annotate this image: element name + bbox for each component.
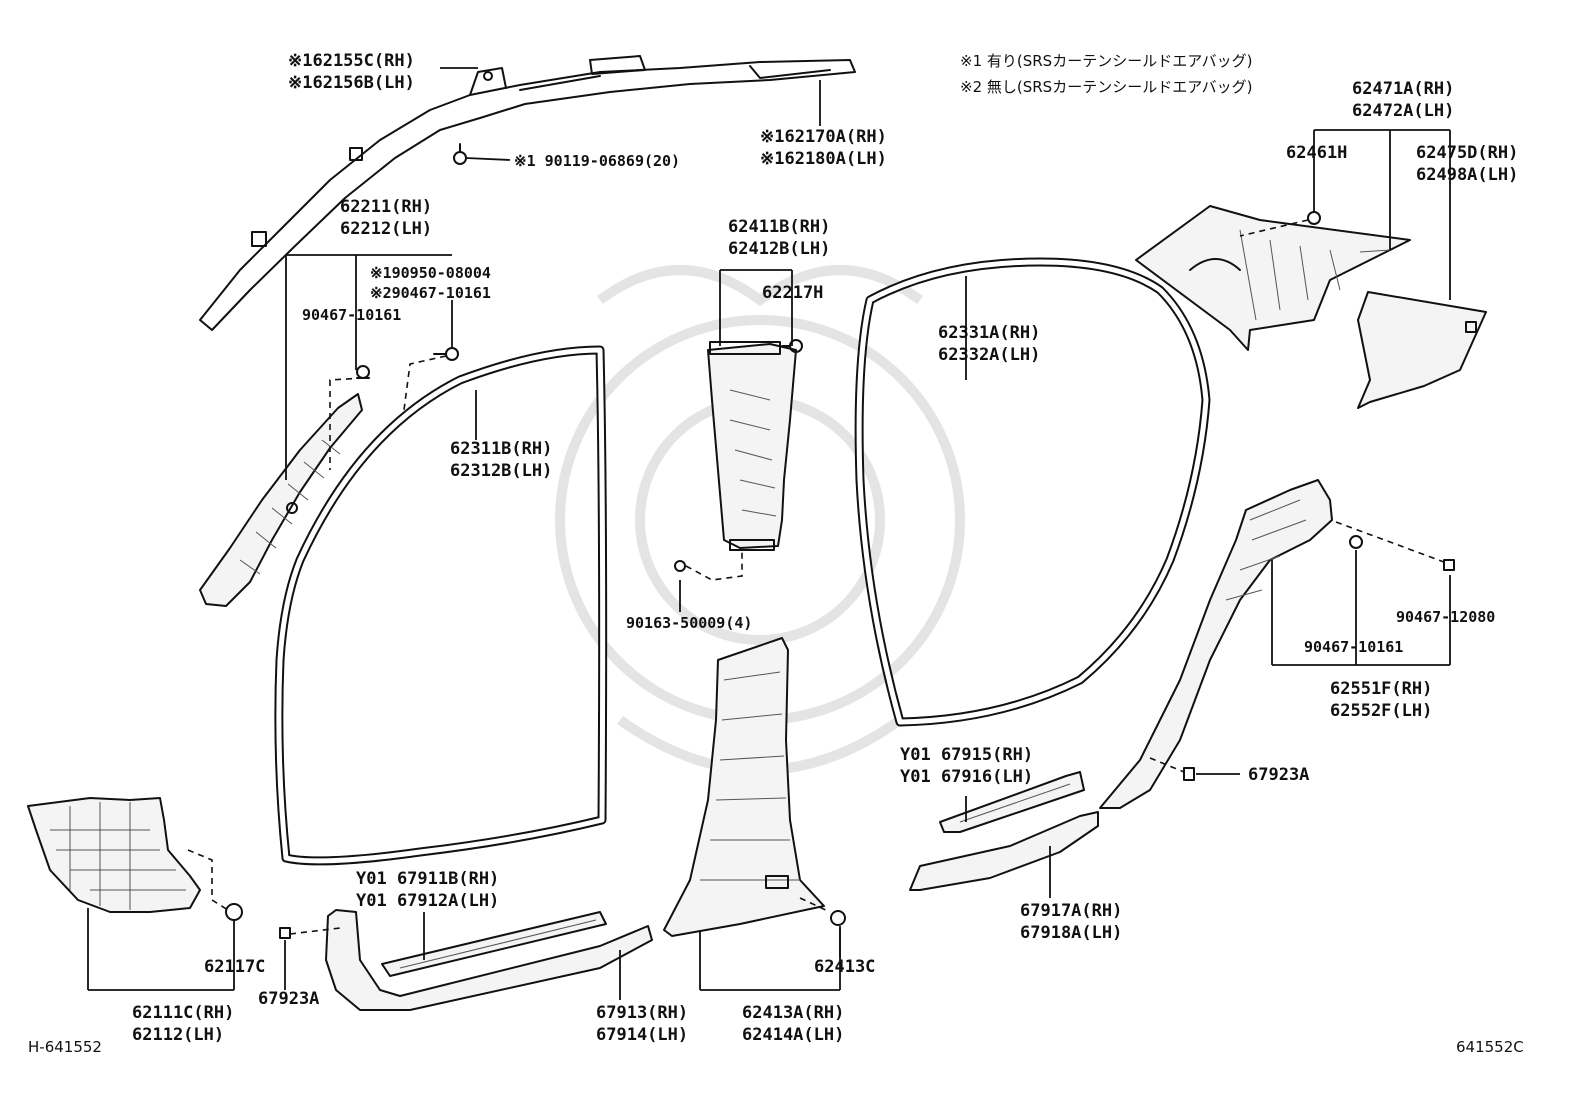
label-62117c: 62117C bbox=[204, 957, 265, 977]
label-62180a: ※162180A(LH) bbox=[760, 149, 887, 169]
label-90467-10161-alt: ※290467-10161 bbox=[370, 284, 491, 302]
front-pillar-garnish bbox=[199, 393, 363, 607]
label-62331a: 62331A(RH) bbox=[938, 323, 1040, 343]
rear-door-weatherstrip bbox=[854, 257, 1211, 727]
quarter-window-garnish bbox=[1357, 291, 1487, 409]
clip-90467-a bbox=[356, 365, 370, 379]
center-pillar-lower-garnish bbox=[663, 637, 825, 937]
label-62212: 62212(LH) bbox=[340, 219, 432, 239]
clip-62413c bbox=[830, 910, 846, 926]
label-67918a: 67918A(LH) bbox=[1020, 923, 1122, 943]
clip-90950 bbox=[433, 347, 459, 361]
clip-62217 bbox=[781, 339, 803, 353]
label-67915: Y01 67915(RH) bbox=[900, 745, 1033, 765]
label-62475d: 62475D(RH) bbox=[1416, 143, 1518, 163]
label-67923a-right: 67923A bbox=[1248, 765, 1309, 785]
label-62412b: 62412B(LH) bbox=[728, 239, 830, 259]
diagram-code-right: 641552C bbox=[1456, 1038, 1524, 1056]
label-62414a: 62414A(LH) bbox=[742, 1025, 844, 1045]
clip-90467-12080 bbox=[1443, 559, 1455, 571]
clip-90467-c bbox=[1349, 535, 1363, 549]
clip-67923-right bbox=[1183, 767, 1195, 781]
label-67912a: Y01 67912A(LH) bbox=[356, 891, 499, 911]
diagram-code-left: H-641552 bbox=[28, 1038, 102, 1056]
label-62112: 62112(LH) bbox=[132, 1025, 224, 1045]
roof-rail-bracket bbox=[199, 55, 856, 331]
label-62211: 62211(RH) bbox=[340, 197, 432, 217]
label-67914: 67914(LH) bbox=[596, 1025, 688, 1045]
center-pillar-upper-garnish bbox=[707, 341, 797, 551]
label-62411b: 62411B(RH) bbox=[728, 217, 830, 237]
label-67911b: Y01 67911B(RH) bbox=[356, 869, 499, 889]
label-62413a: 62413A(RH) bbox=[742, 1003, 844, 1023]
label-62170a: ※162170A(RH) bbox=[760, 127, 887, 147]
airbag-notes: ※1 有り(SRSカーテンシールドエアバッグ) ※2 無し(SRSカーテンシール… bbox=[960, 52, 1252, 96]
clip-62461 bbox=[1307, 211, 1321, 225]
bolt-90119 bbox=[453, 143, 467, 165]
cowl-side-trim bbox=[27, 797, 201, 913]
label-62552f: 62552F(LH) bbox=[1330, 701, 1432, 721]
label-62311b: 62311B(RH) bbox=[450, 439, 552, 459]
label-90163-50009: 90163-50009(4) bbox=[626, 614, 752, 632]
label-90467-10161-a: 90467-10161 bbox=[302, 306, 401, 324]
label-62498a: 62498A(LH) bbox=[1416, 165, 1518, 185]
note-without-airbag: ※2 無し(SRSカーテンシールドエアバッグ) bbox=[960, 78, 1252, 96]
label-62471a: 62471A(RH) bbox=[1352, 79, 1454, 99]
rear-door-scuff-plate bbox=[909, 811, 1099, 891]
screw-90163 bbox=[674, 560, 686, 572]
roof-side-inner-garnish bbox=[1135, 205, 1411, 351]
front-sill-garnish bbox=[325, 909, 653, 1011]
label-90119-06869: ※1 90119-06869(20) bbox=[514, 152, 680, 170]
clip-67923-left bbox=[279, 927, 291, 939]
label-62551f: 62551F(RH) bbox=[1330, 679, 1432, 699]
label-62217h: 62217H bbox=[762, 283, 823, 303]
label-67923a-left: 67923A bbox=[258, 989, 319, 1009]
note-with-airbag: ※1 有り(SRSカーテンシールドエアバッグ) bbox=[960, 52, 1252, 70]
label-62312b: 62312B(LH) bbox=[450, 461, 552, 481]
front-door-scuff-plate bbox=[381, 911, 607, 977]
leader-lines bbox=[87, 67, 1451, 1000]
label-67916: Y01 67916(LH) bbox=[900, 767, 1033, 787]
label-90467-10161-c: 90467-10161 bbox=[1304, 638, 1403, 656]
label-67917a: 67917A(RH) bbox=[1020, 901, 1122, 921]
label-62413c: 62413C bbox=[814, 957, 875, 977]
rear-scuff-plate bbox=[939, 771, 1085, 833]
label-62461h: 62461H bbox=[1286, 143, 1347, 163]
front-door-weatherstrip bbox=[274, 345, 608, 866]
label-62111c: 62111C(RH) bbox=[132, 1003, 234, 1023]
label-62332a: 62332A(LH) bbox=[938, 345, 1040, 365]
clip-62117 bbox=[225, 903, 243, 921]
label-90950-08004: ※190950-08004 bbox=[370, 264, 491, 282]
quarter-trim-panel bbox=[1099, 479, 1333, 809]
label-67913: 67913(RH) bbox=[596, 1003, 688, 1023]
label-62156b: ※162156B(LH) bbox=[288, 73, 415, 93]
label-62472a: 62472A(LH) bbox=[1352, 101, 1454, 121]
label-62155c: ※162155C(RH) bbox=[288, 51, 415, 71]
label-90467-12080: 90467-12080 bbox=[1396, 608, 1495, 626]
